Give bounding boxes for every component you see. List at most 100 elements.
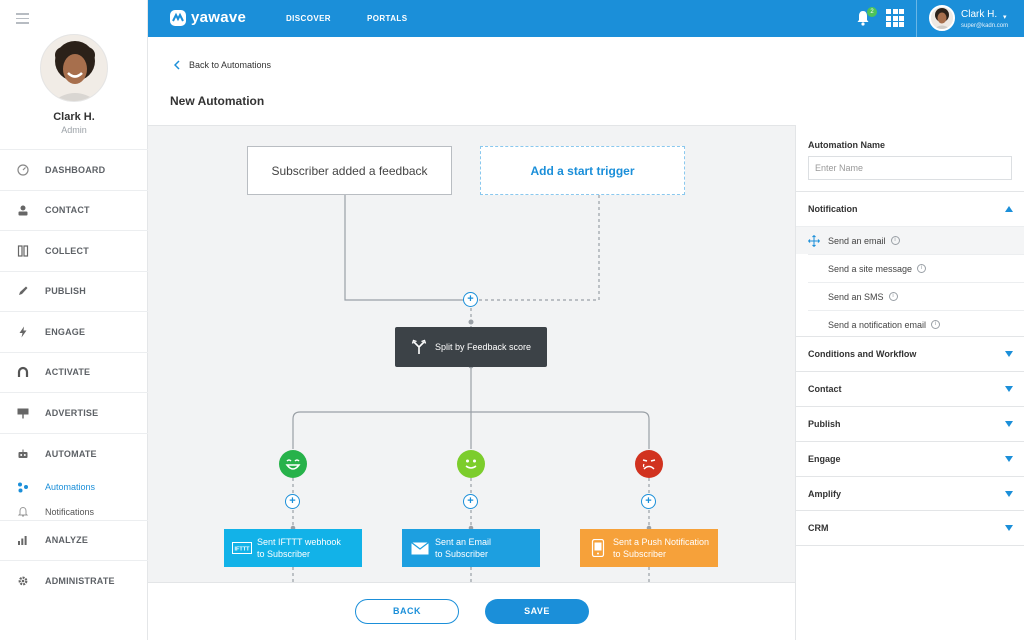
chevron-down-icon[interactable] <box>1005 386 1013 392</box>
nodes-icon <box>17 481 29 493</box>
svg-text:IFTTT: IFTTT <box>235 547 251 553</box>
sidebar-item-advertise[interactable]: ADVERTISE <box>0 392 148 433</box>
happy-face-icon[interactable] <box>279 450 307 478</box>
send-notification-email-item[interactable]: Send a notification email i <box>808 310 1024 338</box>
sidebar-item-label: ACTIVATE <box>45 367 91 378</box>
split-node[interactable]: Split by Feedback score <box>395 327 547 367</box>
trigger-node[interactable]: Subscriber added a feedback <box>247 146 452 195</box>
sidebar-item-engage[interactable]: ENGAGE <box>0 311 148 352</box>
sidebar-group-automate: AUTOMATE Automations Notifications <box>0 432 148 520</box>
sidebar-subitem-notifications[interactable]: Notifications <box>0 499 148 524</box>
section-title: CRM <box>808 523 829 533</box>
billboard-icon <box>17 407 29 419</box>
sidebar-item-collect[interactable]: COLLECT <box>0 230 148 271</box>
sidebar-item-publish[interactable]: PUBLISH <box>0 270 148 312</box>
chevron-down-icon[interactable] <box>1005 491 1013 497</box>
topbar-user-name[interactable]: Clark H. <box>961 9 998 20</box>
sidebar-user-name: Clark H. <box>53 111 95 123</box>
page-title: New Automation <box>170 94 265 108</box>
sad-face-icon[interactable] <box>635 450 663 478</box>
logo-icon <box>170 9 186 26</box>
ifttt-icon: IFTTT <box>232 538 252 558</box>
chevron-down-icon[interactable] <box>1005 525 1013 531</box>
contact-icon <box>17 204 29 216</box>
back-label: Back to Automations <box>189 60 272 70</box>
action-email-node[interactable]: Sent an Email to Subscriber <box>402 529 540 567</box>
logo[interactable]: yawave <box>170 9 246 26</box>
item-label: Send a notification email <box>828 319 927 330</box>
info-icon[interactable]: i <box>917 264 927 273</box>
apps-grid-icon[interactable] <box>886 9 904 27</box>
chevron-left-icon <box>174 60 180 70</box>
sidebar-item-dashboard[interactable]: DASHBOARD <box>0 149 148 190</box>
bolt-icon <box>17 326 29 338</box>
add-start-trigger-node[interactable]: Add a start trigger <box>480 146 685 195</box>
info-icon[interactable]: i <box>931 320 941 329</box>
info-icon[interactable]: i <box>890 236 900 245</box>
chevron-down-icon[interactable] <box>1005 421 1013 427</box>
neutral-face-icon[interactable] <box>457 450 485 478</box>
action-line1: Sent IFTTT webhook <box>257 536 341 547</box>
item-label: Send an email <box>828 235 886 246</box>
sidebar: Clark H. Admin DASHBOARD CONTACT COLLECT… <box>0 0 148 640</box>
nav-discover[interactable]: DISCOVER <box>286 14 331 23</box>
chevron-up-icon[interactable] <box>1005 206 1013 212</box>
nav-portals[interactable]: PORTALS <box>367 14 408 23</box>
section-title: Notification <box>808 204 858 214</box>
magnet-icon <box>17 366 29 378</box>
topbar: yawave DISCOVER PORTALS 2 Clark H. ▾ sup… <box>148 0 1024 37</box>
sidebar-item-label: PUBLISH <box>45 286 86 297</box>
action-line2: to Subscriber <box>435 549 489 559</box>
sidebar-item-label: ADVERTISE <box>45 407 99 418</box>
back-to-automations-link[interactable]: Back to Automations <box>174 60 271 70</box>
engage-section[interactable]: Engage <box>796 441 1024 476</box>
sidebar-item-contact[interactable]: CONTACT <box>0 189 148 231</box>
amplify-section[interactable]: Amplify <box>796 476 1024 511</box>
user-avatar[interactable] <box>929 5 955 31</box>
chevron-down-icon[interactable] <box>1005 456 1013 462</box>
add-step-button[interactable]: + <box>463 292 478 307</box>
notification-badge: 2 <box>867 7 877 17</box>
conditions-section[interactable]: Conditions and Workflow <box>796 336 1024 371</box>
section-title: Amplify <box>808 489 842 499</box>
add-step-button[interactable]: + <box>641 494 656 509</box>
send-site-message-item[interactable]: Send a site message i <box>808 254 1024 282</box>
add-step-button[interactable]: + <box>285 494 300 509</box>
chevron-down-icon[interactable]: ▾ <box>1003 14 1007 21</box>
add-step-button[interactable]: + <box>463 494 478 509</box>
chevron-down-icon[interactable] <box>1005 351 1013 357</box>
info-icon[interactable]: i <box>888 292 898 301</box>
sidebar-item-activate[interactable]: ACTIVATE <box>0 351 148 393</box>
section-title: Engage <box>808 454 841 464</box>
publish-section[interactable]: Publish <box>796 406 1024 441</box>
crm-section[interactable]: CRM <box>796 510 1024 546</box>
action-line1: Sent an Email <box>435 536 492 547</box>
workflow-connectors <box>290 195 652 582</box>
workflow-canvas[interactable]: Subscriber added a feedback Add a start … <box>148 125 795 582</box>
save-button[interactable]: SAVE <box>485 599 589 624</box>
notification-bell-icon[interactable] <box>856 10 870 31</box>
sidebar-item-administrate[interactable]: ADMINISTRATE <box>0 560 148 601</box>
send-email-item[interactable]: Send an email i <box>796 226 1024 254</box>
sidebar-subitem-automations[interactable]: Automations <box>0 474 148 499</box>
topbar-user-email: super@kadn.com <box>961 23 1009 29</box>
robot-icon <box>17 448 29 460</box>
notification-section-header[interactable]: Notification <box>796 192 1024 226</box>
move-icon[interactable] <box>808 235 820 247</box>
automation-name-input[interactable]: Enter Name <box>808 156 1012 180</box>
menu-icon[interactable] <box>16 13 29 27</box>
back-button[interactable]: BACK <box>355 599 459 624</box>
sidebar-item-analyze[interactable]: ANALYZE <box>0 519 148 561</box>
sidebar-item-automate[interactable]: AUTOMATE <box>0 434 148 475</box>
automation-name-label: Automation Name <box>808 140 886 150</box>
avatar[interactable] <box>40 34 108 102</box>
contact-section[interactable]: Contact <box>796 371 1024 406</box>
sidebar-item-label: DASHBOARD <box>45 164 106 175</box>
item-label: Send a site message <box>828 263 913 274</box>
section-title: Publish <box>808 419 841 429</box>
sidebar-item-label: ENGAGE <box>45 326 86 337</box>
